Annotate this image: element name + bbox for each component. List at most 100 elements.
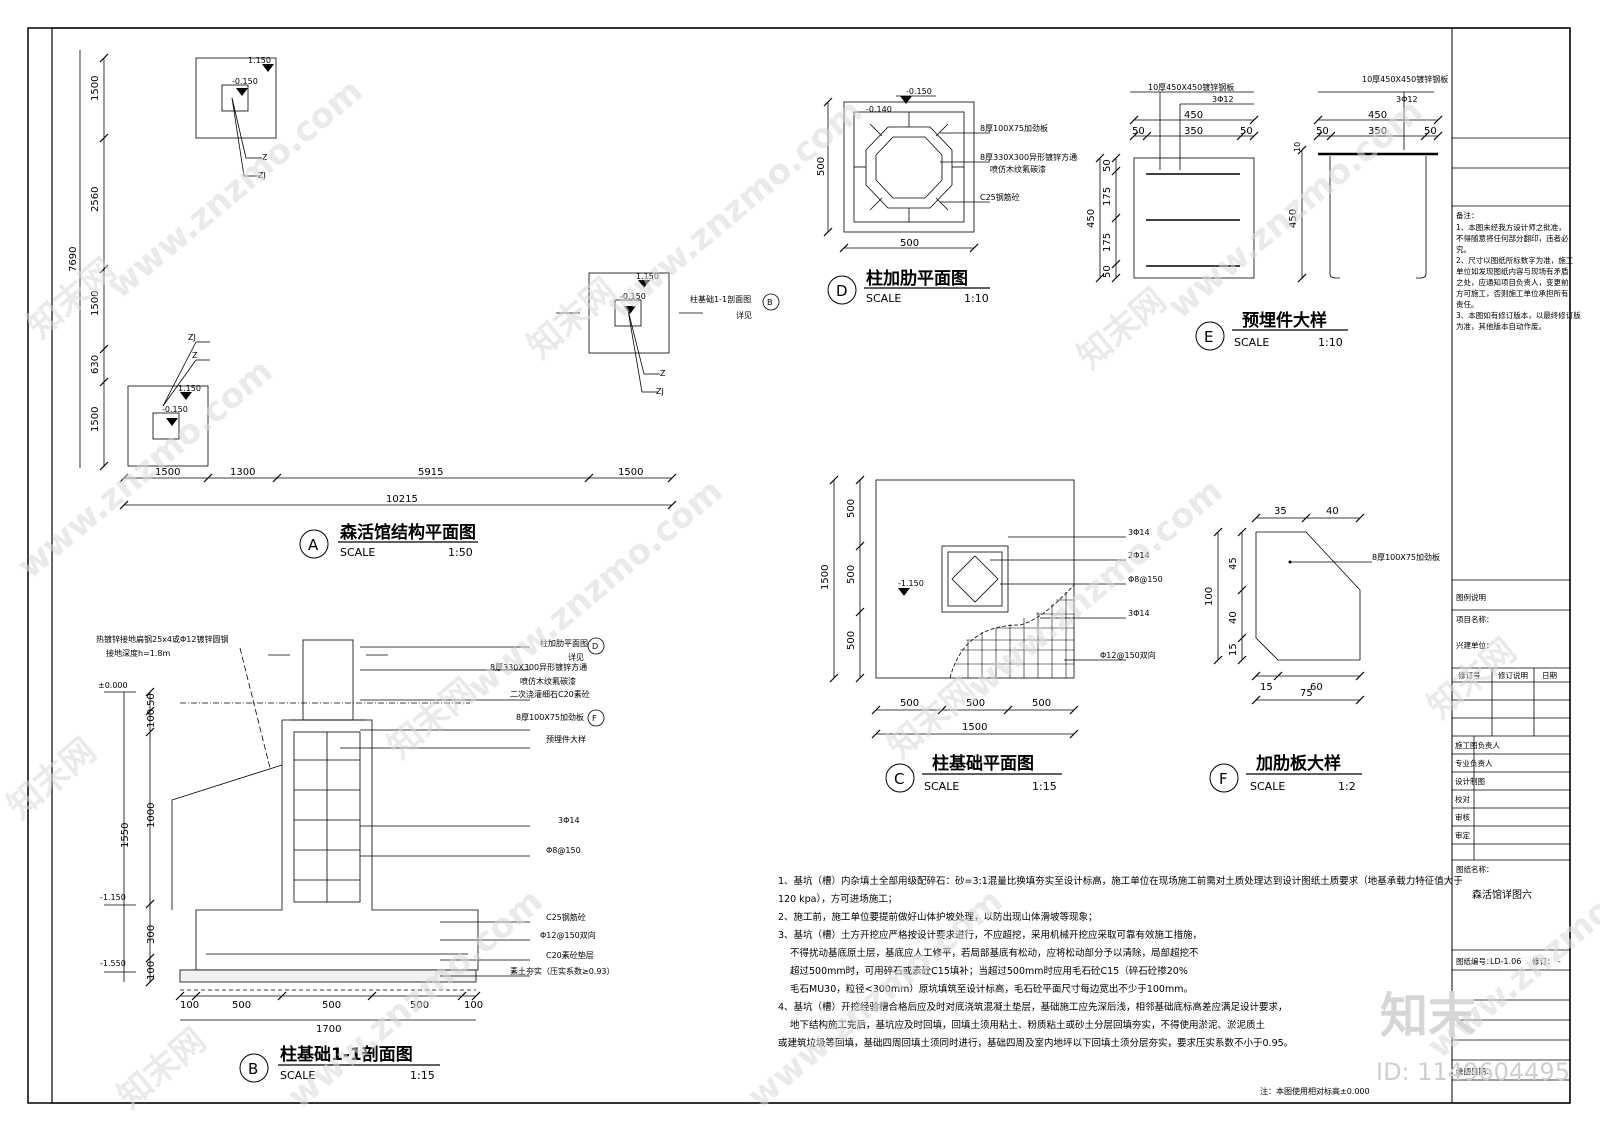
f-leader-dot [1288,560,1292,564]
plan-c-mesh [955,592,1074,678]
f-dim-top-1: 35 [1274,506,1287,517]
e-dim-top-1: 50 [1132,126,1145,137]
tb-revision: - [1558,957,1561,966]
tb-rev-col-1: 修订号 [1458,670,1481,680]
f-dim-bottom-total: 75 [1300,688,1313,699]
scale-b: 1:15 [410,1069,435,1082]
e-dim-450-top-2: 450 [1368,110,1387,121]
dim-a-bottom-2: 1300 [230,467,255,478]
plan-d [827,101,990,249]
b-label-13: 素土夯实（压实系数≥0.93） [510,966,615,976]
rib-plate [1255,531,1361,661]
d-elev-marker [900,96,912,104]
e-dim-thickness: 10 [1293,142,1302,152]
elev-a1-top: 1.150 [248,56,271,65]
e-dim-top-2: 350 [1184,126,1203,137]
d-dim-bottom: 500 [900,238,919,249]
label-a1-z: Z [262,153,268,162]
e-bar-label: 3Φ12 [1212,95,1234,104]
f-dim-left-1: 45 [1228,557,1239,570]
title-f-bubble [1209,763,1239,793]
d-label-4: C25钢筋砼 [980,192,1020,202]
c-dim-bottom-1: 500 [900,698,919,709]
section-b [104,639,530,1021]
scale-word-a: SCALE [340,546,375,559]
note-6: 超过500mm时，可用碎石或素砼C15填补；当超过500mm时应用毛石砼C15（… [790,965,1188,977]
wm-4: www.znzmo.com [600,91,870,327]
c-pedestal [941,545,1009,613]
b-elev-2: -1.550 [100,959,126,968]
e-dim-left-4: 50 [1102,265,1113,278]
b-label-2: 详见 [568,652,584,662]
tb-remark-1: 1、本图未经我方设计师之批准， [1456,222,1566,232]
label-a3-z: Z [660,369,666,378]
title-c: 柱基础平面图 [932,753,1034,774]
wm-12: www.znzmo.com [960,471,1230,707]
b-label-8: 3Φ14 [558,816,580,825]
scale-word-b: SCALE [280,1069,315,1082]
octagon-tube [865,126,953,209]
title-a-bubble [299,529,329,559]
tb-owner: 兴建单位： [1456,640,1494,650]
d-elev-2: -0.140 [866,105,892,114]
e-plate-label: 10厚450X450镀锌钢板 [1148,82,1234,92]
tb-drawing-name: 森活馆详图六 [1472,888,1532,901]
elev-a1-inner: -0.150 [232,77,258,86]
elev-a3-inner: -0.150 [620,292,646,301]
title-d-letter: D [836,282,848,300]
column-b-tube [302,639,354,721]
pedestal-outline [195,719,479,971]
tb-sign-6: 审定 [1455,830,1471,840]
b-dim-left-4: 300 [146,925,157,944]
note-9: 地下结构施工完后，基坑应及时回填，回填土须用粘土、粉质粘土或砂土分层回填夯实，不… [790,1019,1266,1031]
label-a2-zj: ZJ [188,333,196,342]
title-e-bubble [1195,321,1225,351]
title-b-bubble [239,1053,269,1083]
wm-id: ID: 1149604495 [1376,1058,1570,1086]
b-ref-d: D [592,642,598,651]
b-label-9: Φ8@150 [546,846,581,855]
tb-remark-5: 单位如发现图纸内容与现场有矛盾 [1456,266,1569,276]
callout-a-bubble [762,293,780,311]
e-dim-450-top: 450 [1184,110,1203,121]
b-label-3: 8厚330X300异形镀锌方通 [490,662,587,672]
b-dim-bottom-total: 1700 [316,1024,341,1035]
note-2: 120 kpa），方可进场施工； [778,893,897,905]
label-a3-zj: ZJ [656,387,664,396]
title-b: 柱基础1-1剖面图 [280,1044,413,1065]
tb-remark-8: 责任。 [1456,299,1479,309]
b-dim-bottom-2: 500 [232,1000,251,1011]
dim-a-bottom-3: 5915 [418,467,443,478]
dim-a-left-2: 2560 [90,187,101,212]
tb-remark-3: 究。 [1456,244,1471,254]
b-label-1: 柱加肋平面图 [540,638,588,648]
detail-f [1217,517,1372,701]
title-e-letter: E [1204,328,1213,346]
title-f-letter: F [1219,770,1228,788]
d-elev-1: -0.150 [906,87,932,96]
title-a-letter: A [308,536,319,554]
tb-drawing-no: LD-1.06 [1490,957,1521,966]
plan-d-ticks [823,97,979,253]
dim-a-bottom-total: 10215 [386,494,418,505]
c-dim-bottom-2: 500 [966,698,985,709]
inner-frame [51,27,1571,1104]
scale-c: 1:15 [1032,780,1057,793]
d-label-2: 8厚330X300异形镀锌方通 [980,152,1077,162]
tb-drawing-no-label: 图纸编号： [1456,956,1494,966]
b-top-note-1: 热镀锌接地扁钢25x4或Φ12镀锌圆钢 [96,634,228,644]
title-b-letter: B [248,1060,258,1078]
b-label-4: 喷仿木纹氟碳漆 [520,676,576,686]
footing-a1 [195,57,277,139]
b-top-note-2: 接地深度h=1.8m [106,648,170,658]
b-label-5: 二次浇灌细石C20素砼 [510,689,590,699]
e-dim-top-4: 50 [1316,126,1329,137]
scale-f: 1:2 [1338,780,1356,793]
f-dim-top-2: 40 [1326,506,1339,517]
plan-a-ticks [99,53,677,510]
b-dim-left-2: 100 [146,709,157,728]
plan-c [833,479,1126,735]
b-dim-left-total: 1550 [120,823,131,848]
f-label: 8厚100X75加劲板 [1372,552,1440,562]
title-d: 柱加肋平面图 [866,268,968,289]
